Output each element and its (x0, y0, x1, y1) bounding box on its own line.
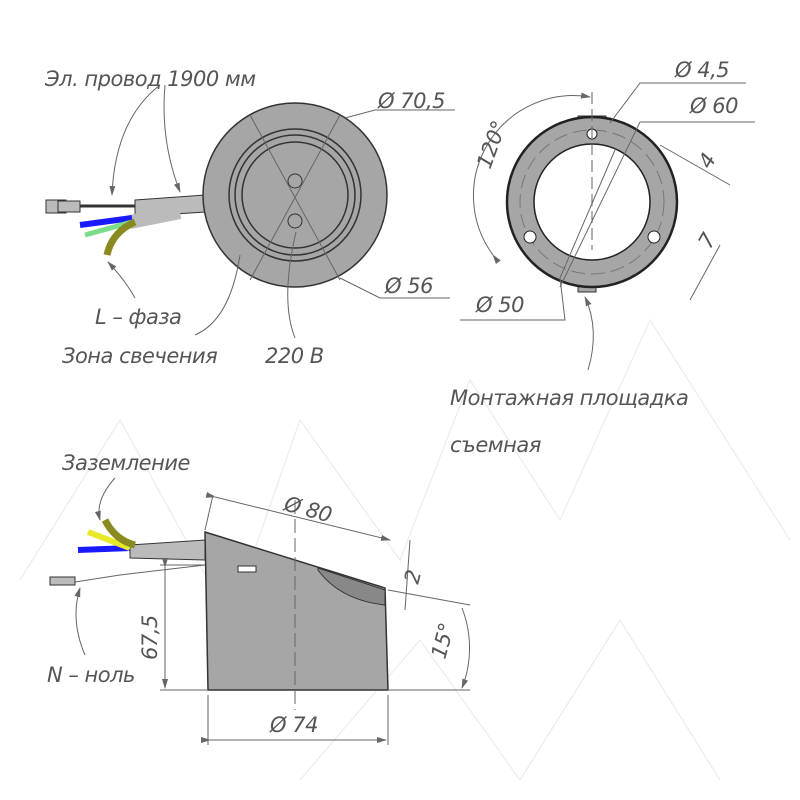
angle-120-label: 120° (472, 118, 511, 172)
height-label: 67,5 (138, 615, 162, 660)
dim-2-label: 2 (400, 568, 427, 587)
cable-assembly (45, 194, 206, 256)
glow-zone-label: Зона свечения (62, 344, 217, 368)
diameter-50-label: Ø 50 (475, 293, 524, 317)
neutral-label: N – ноль (47, 663, 135, 687)
side-view: Заземление Ø 80 2 67,5 15° N – ноль Ø 74 (47, 451, 471, 745)
dim-7-label: 7 (694, 228, 722, 252)
dim-4-label: 4 (694, 149, 721, 172)
lamp-lens (241, 141, 349, 249)
inner-diameter-label: Ø 56 (384, 274, 433, 298)
hole-diameter-label: Ø 4,5 (674, 58, 729, 82)
outer-diameter-label: Ø 70,5 (377, 89, 445, 113)
diameter-74-label: Ø 74 (269, 713, 318, 737)
diameter-80-label: Ø 80 (281, 491, 335, 527)
top-view: Эл. провод 1900 мм Ø 70,5 Ø 56 L – фаза … (44, 67, 455, 368)
mounting-plate-view: Ø 4,5 Ø 60 120° 4 7 Ø 50 Монтажная площа… (450, 58, 755, 457)
mounting-plate-label: Монтажная площадка (450, 386, 688, 410)
voltage-label: 220 В (265, 344, 324, 368)
cable-length-label: Эл. провод 1900 мм (44, 67, 256, 91)
ground-label: Заземление (62, 451, 190, 475)
lamp-body-side (204, 530, 389, 691)
phase-label: L – фаза (95, 305, 181, 329)
diameter-60-label: Ø 60 (689, 94, 738, 118)
removable-label: съемная (450, 433, 541, 457)
tilt-angle-label: 15° (427, 621, 459, 662)
